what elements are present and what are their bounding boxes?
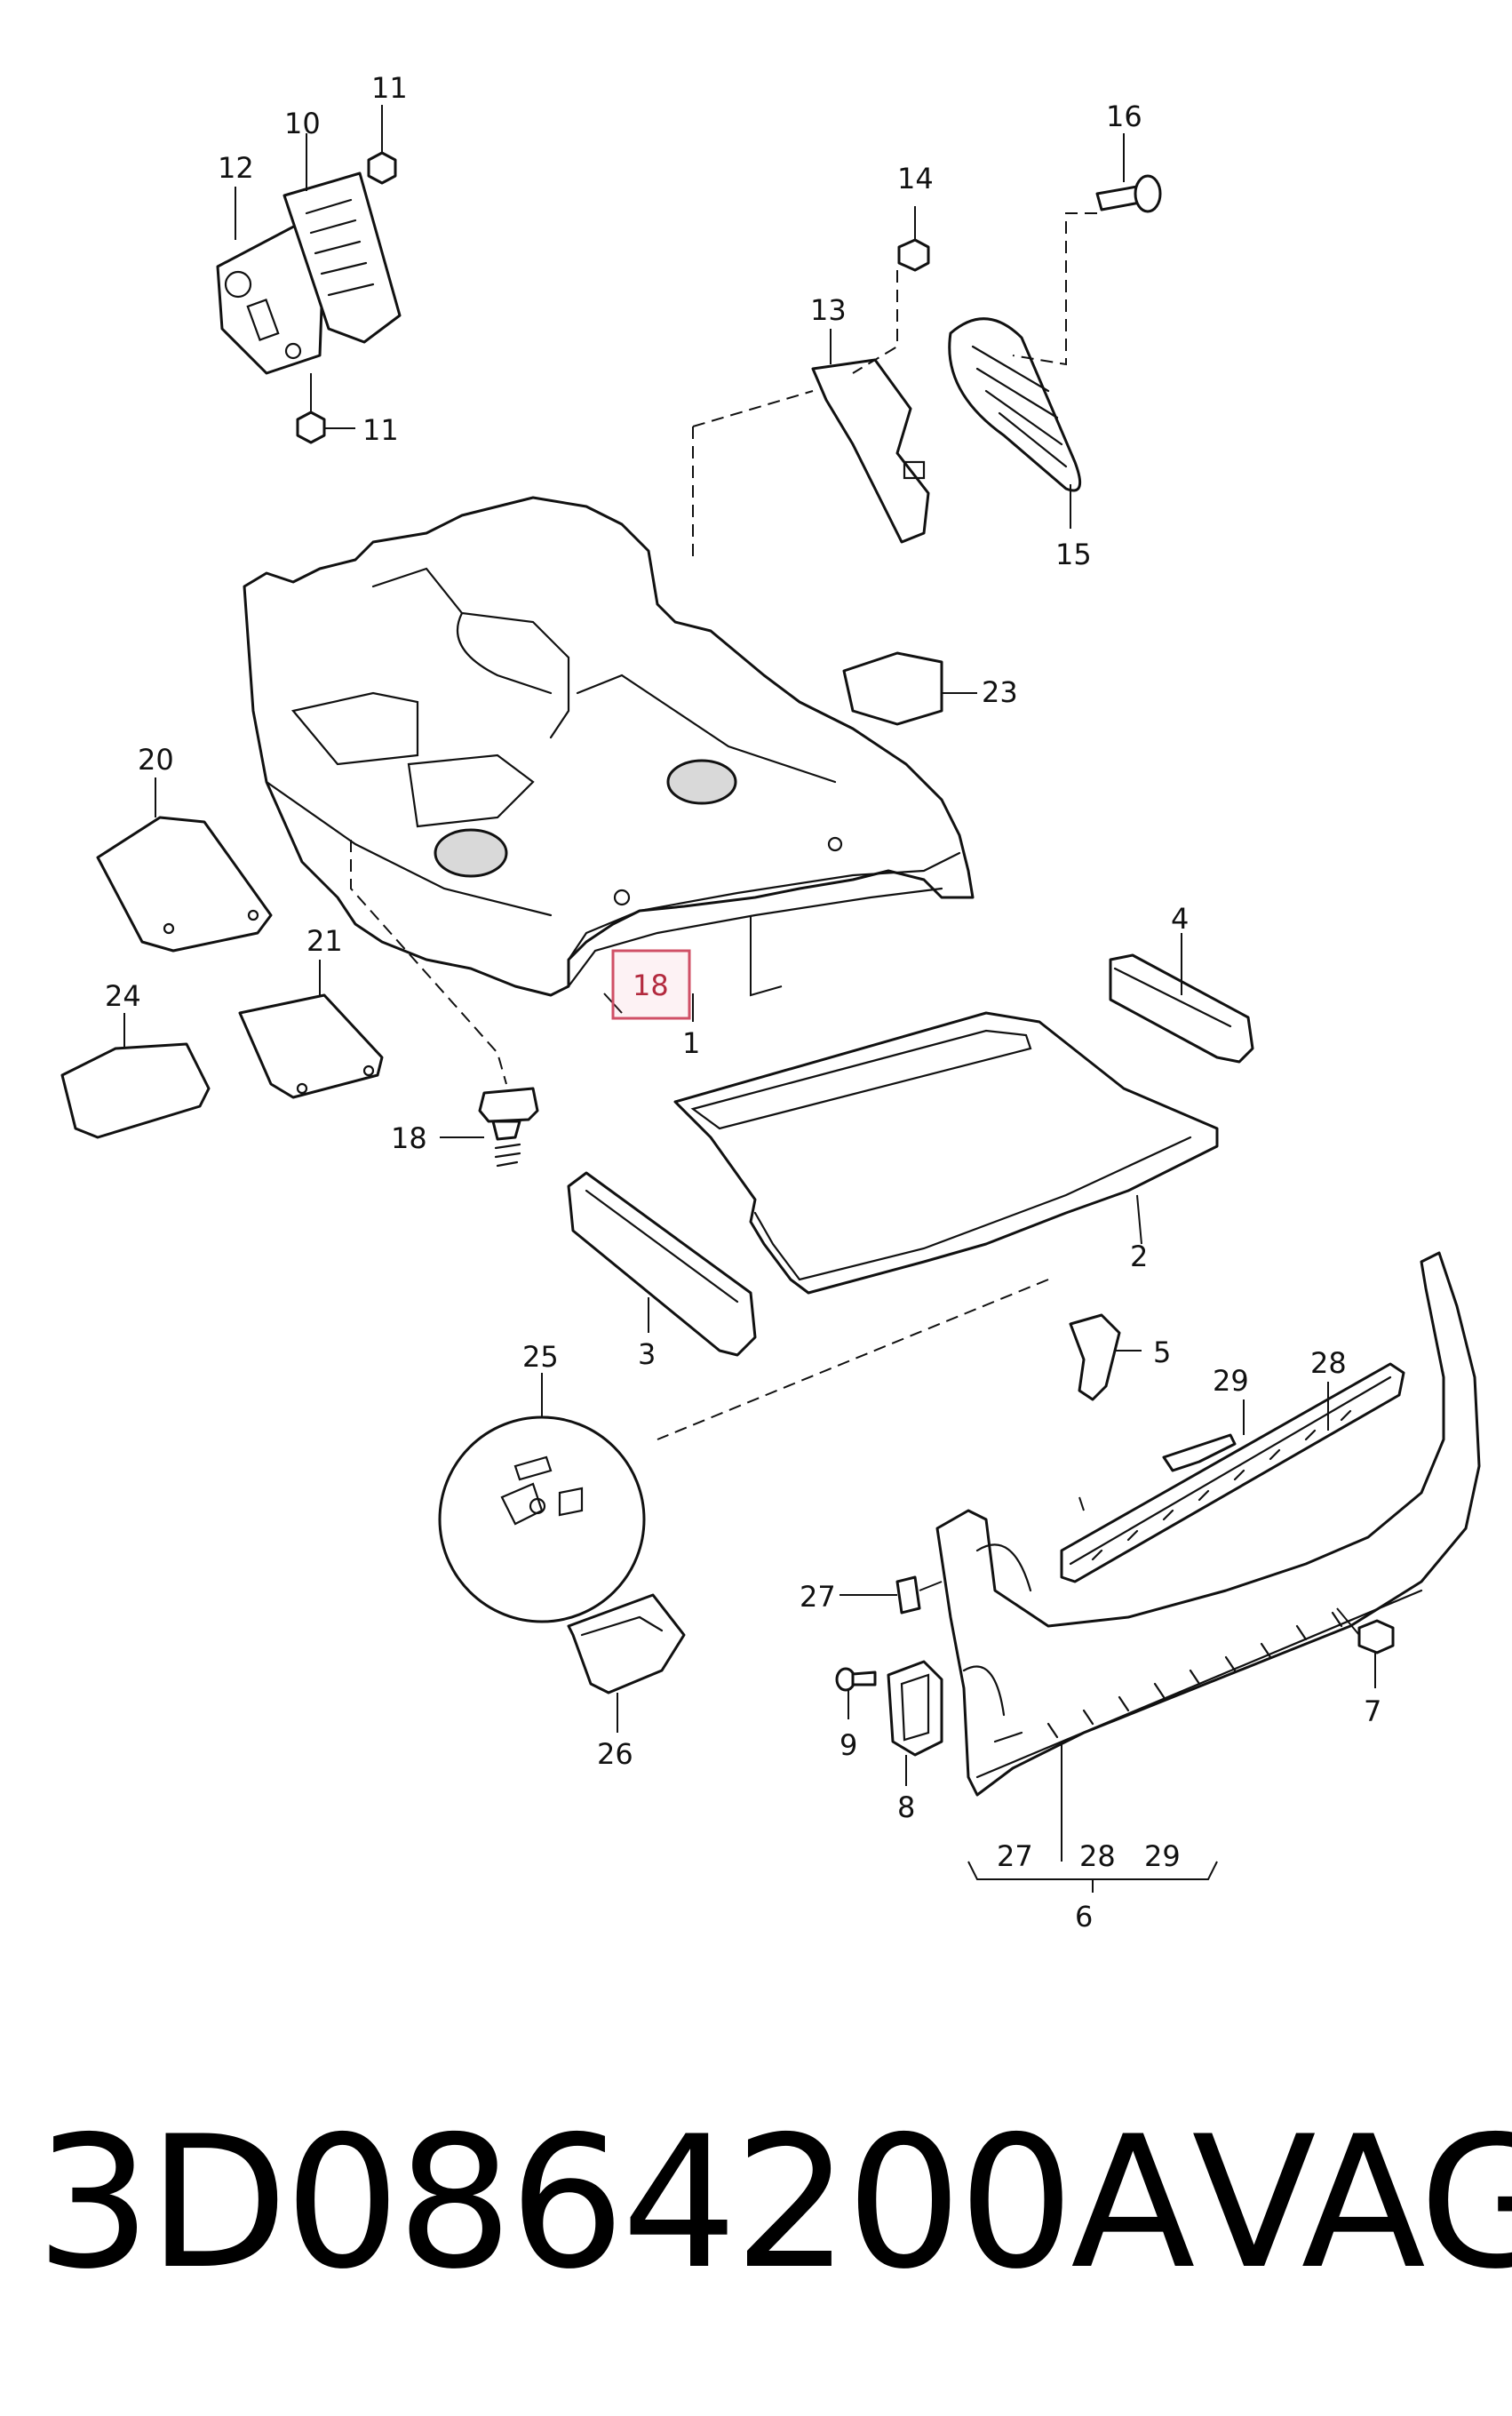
callout-28-group: 28: [1079, 1839, 1116, 1873]
bracket-part-13: [811, 358, 930, 544]
callout-27: 27: [800, 1580, 836, 1614]
vent-cover-part-15: [948, 317, 1082, 492]
clip-part-27: [895, 1575, 921, 1615]
footer: 3D0864200A VAG: [36, 2070, 1512, 2337]
callout-18: 18: [391, 1121, 427, 1155]
rear-trim-part-6: [935, 1251, 1481, 1797]
callout-24: 24: [105, 979, 141, 1013]
callout-18-highlighted: 18: [633, 969, 669, 1002]
clip-part-18: [478, 1087, 539, 1168]
callout-25: 25: [522, 1340, 559, 1374]
nut-part-11-upper: [367, 151, 397, 185]
callout-7: 7: [1364, 1694, 1381, 1728]
exploded-view-svg: 11 10 12 11 13 14 16 15 23 20 21 24 18 1…: [60, 71, 1481, 1934]
footrest-pad-part-10: [283, 171, 402, 344]
callout-15: 15: [1055, 538, 1092, 571]
brand-label: VAG: [1191, 2097, 1512, 2309]
floor-carpet-part-1: [243, 496, 975, 997]
callout-23: 23: [982, 675, 1018, 709]
side-trim-part-3: [567, 1171, 757, 1357]
callout-29-top: 29: [1213, 1364, 1249, 1398]
highlighted-callout-box: [611, 949, 691, 1020]
callout-20: 20: [138, 743, 174, 777]
spare-bracket-part-26: [567, 1593, 686, 1694]
callout-28-top: 28: [1310, 1346, 1347, 1380]
callout-27-group: 27: [997, 1839, 1033, 1873]
callout-11-lower: 11: [362, 413, 399, 447]
part-number: 3D0864200A: [36, 2097, 1196, 2309]
insulation-part-21: [238, 993, 384, 1099]
callout-3: 3: [638, 1337, 656, 1371]
sill-strip-part-28: [1060, 1362, 1405, 1583]
screw-part-9: [835, 1667, 877, 1692]
callout-10: 10: [284, 107, 321, 140]
callout-26: 26: [597, 1737, 633, 1771]
clip-part-29: [1162, 1433, 1237, 1472]
pad-part-23: [842, 651, 943, 726]
wheel-cover-part-25: [438, 1415, 646, 1623]
callout-16: 16: [1106, 100, 1142, 133]
callout-29-group: 29: [1144, 1839, 1181, 1873]
callout-2: 2: [1130, 1240, 1148, 1273]
callout-21: 21: [306, 924, 343, 958]
callout-6: 6: [1075, 1900, 1093, 1934]
cargo-floor-part-2: [673, 1011, 1219, 1295]
callout-4: 4: [1171, 902, 1189, 936]
callout-1: 1: [682, 1026, 700, 1060]
clip-part-5: [1069, 1313, 1121, 1401]
callout-9: 9: [840, 1728, 857, 1762]
insulation-part-20: [96, 816, 273, 953]
nut-part-14: [897, 238, 930, 272]
callout-5: 5: [1153, 1336, 1171, 1369]
screw-part-16: [1095, 174, 1162, 213]
parts-diagram: 11 10 12 11 13 14 16 15 23 20 21 24 18 1…: [60, 71, 1481, 1934]
insulation-part-24: [60, 1042, 211, 1139]
callout-13: 13: [810, 293, 847, 327]
nut-part-7: [1357, 1619, 1395, 1655]
callout-14: 14: [897, 162, 934, 195]
side-trim-part-4: [1109, 953, 1254, 1064]
callout-11-upper: 11: [371, 71, 408, 105]
callout-8: 8: [897, 1790, 915, 1824]
grille-part-8: [887, 1660, 943, 1757]
callout-12: 12: [218, 151, 254, 185]
nut-part-11-lower: [296, 411, 326, 444]
